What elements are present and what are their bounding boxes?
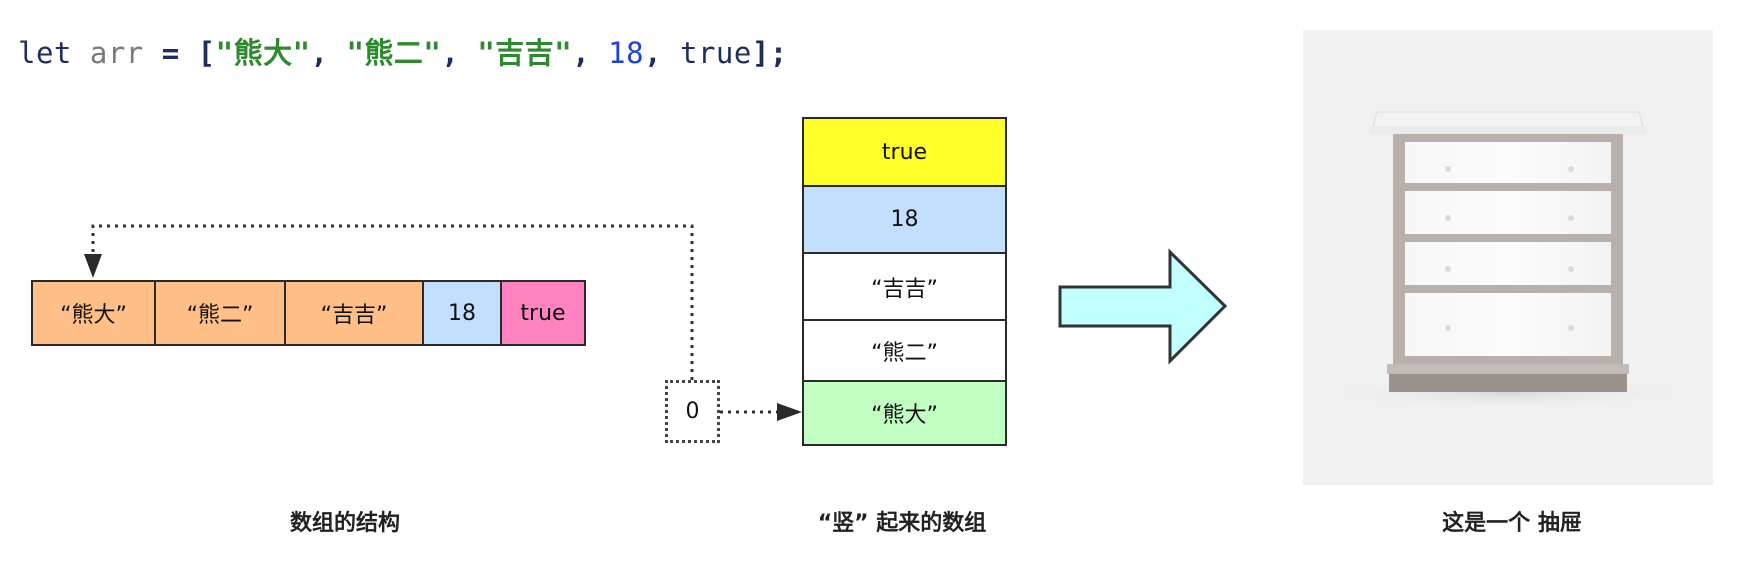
- code-sep: ,: [572, 36, 609, 70]
- vertical-cell-xionger: “熊二”: [802, 319, 1007, 382]
- caption-vertical-array: “竖” 起来的数组: [817, 511, 987, 536]
- code-assign: =: [161, 36, 180, 70]
- code-line: let arr = ["熊大", "熊二", "吉吉", 18, true];: [18, 30, 788, 72]
- horizontal-cell-18: 18: [422, 280, 502, 346]
- caption-drawer: 这是一个 抽屉: [1442, 511, 1582, 536]
- code-keyword: let: [18, 36, 72, 70]
- dotted-connector-loop: [91, 224, 694, 380]
- code-item: true: [680, 36, 752, 70]
- code-item: "熊大": [215, 36, 311, 70]
- code-variable: arr: [89, 36, 144, 70]
- right-arrowhead-icon: [777, 403, 802, 421]
- code-bracket-open: [: [197, 36, 216, 70]
- code-item: "熊二": [346, 36, 442, 70]
- code-sep: ,: [441, 36, 478, 70]
- drawer-photo: [1303, 30, 1713, 485]
- horizontal-cell-xionger: “熊二”: [154, 280, 286, 346]
- horizontal-cell-jiji: “吉吉”: [284, 280, 424, 346]
- index-box: 0: [665, 380, 720, 443]
- code-item: 18: [608, 36, 645, 70]
- vertical-cell-xiongda: “熊大”: [802, 380, 1007, 446]
- code-sep: ,: [644, 36, 680, 70]
- code-sep: ,: [310, 36, 347, 70]
- down-arrowhead-icon: [84, 254, 102, 278]
- drawer-icon: [1318, 111, 1698, 410]
- code-bracket-close: ];: [751, 36, 788, 70]
- horizontal-cell-true: true: [500, 280, 586, 346]
- caption-array-structure: 数组的结构: [289, 511, 401, 536]
- horizontal-cell-xiongda: “熊大”: [31, 280, 156, 346]
- code-item: "吉吉": [477, 36, 573, 70]
